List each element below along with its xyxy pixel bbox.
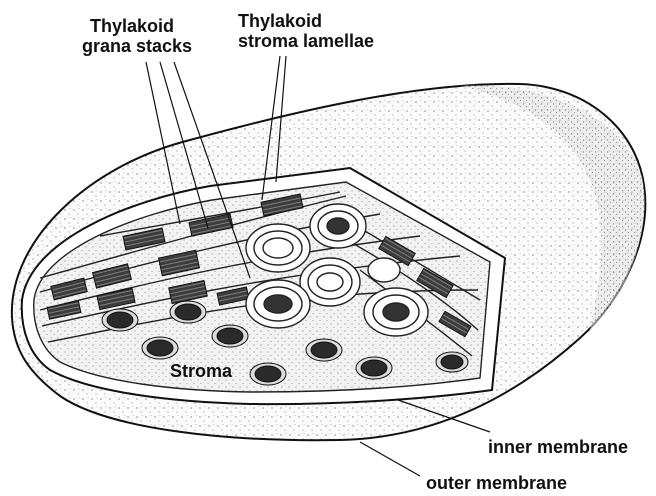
label-thylakoid-lamellae-line2: stroma lamellae — [238, 32, 374, 51]
label-thylakoid-lamellae-line1: Thylakoid — [238, 12, 322, 31]
label-thylakoid-grana-line1: Thylakoid — [90, 17, 174, 36]
label-outer-membrane: outer membrane — [426, 474, 567, 493]
label-thylakoid-grana-line2: grana stacks — [82, 37, 192, 56]
label-stroma: Stroma — [170, 362, 232, 381]
label-inner-membrane: inner membrane — [488, 438, 628, 457]
